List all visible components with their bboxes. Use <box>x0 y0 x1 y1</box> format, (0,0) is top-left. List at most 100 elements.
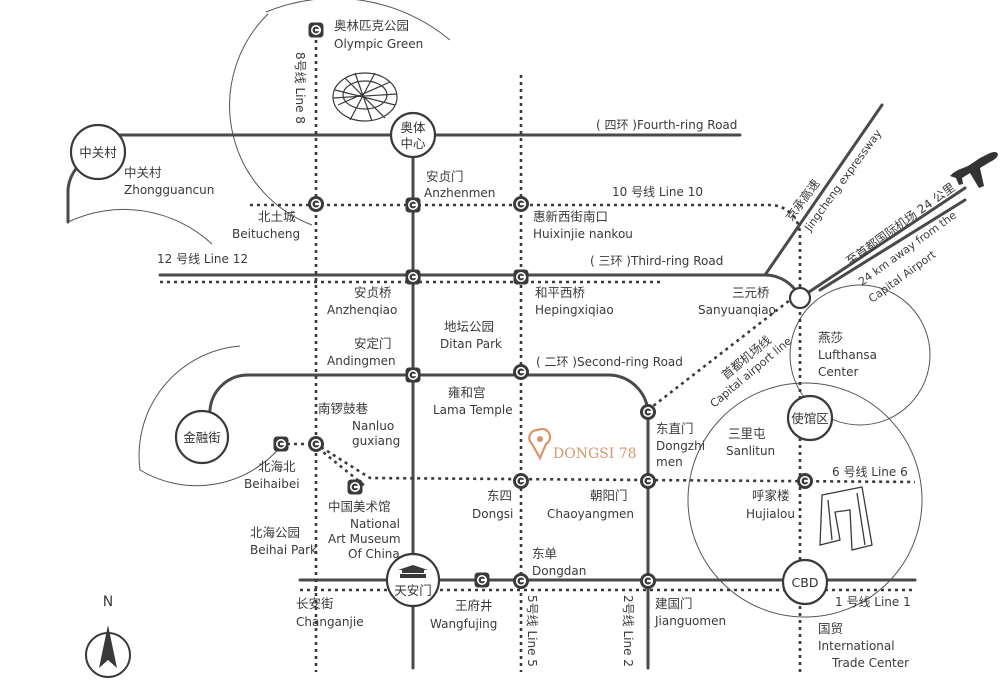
hub-cbd[interactable]: CBD <box>781 558 829 606</box>
hub-shiguanqu-label: 使馆区 <box>791 411 829 426</box>
dongzhimen-en-1: Dongzhi <box>656 439 705 453</box>
art-en-3: Of China <box>348 547 400 561</box>
olympic-ring-inner <box>229 13 313 226</box>
wangfujing-subway-icon[interactable] <box>473 571 491 589</box>
changan-en: Changanjie <box>296 615 364 629</box>
lama-stop-icon[interactable] <box>512 363 530 381</box>
sanlitun-zh: 三里屯 <box>728 426 766 441</box>
olympic-en: Olympic Green <box>334 37 423 51</box>
dongsi78-marker[interactable]: DONGSI 78 <box>528 427 637 462</box>
dongzhimen-stop-icon[interactable] <box>639 403 657 421</box>
anzhenqiao-subway-icon[interactable] <box>404 268 422 286</box>
line6-label: 6 号线 Line 6 <box>832 465 908 479</box>
chaoyangmen-stop-icon[interactable] <box>639 472 657 490</box>
line2-label: 2号线 Line 2 <box>621 595 635 667</box>
guomao-zh: 国贸 <box>818 621 843 636</box>
olympic-zh: 奥林匹克公园 <box>334 18 409 33</box>
jingcheng-expressway <box>763 103 884 277</box>
dongsi-en: Dongsi <box>472 507 513 521</box>
second-ring-label: ( 二环 )Second-ring Road <box>536 355 683 369</box>
huixin-zh: 惠新西街南口 <box>533 209 608 224</box>
chaoyangmen-en: Chaoyangmen <box>547 507 634 521</box>
sanyuanqiao-zh: 三元桥 <box>732 285 770 300</box>
sanlitun-en: Sanlitun <box>726 444 775 458</box>
olympic-subway-icon[interactable] <box>307 21 325 39</box>
beihai-zh: 北海公园 <box>250 525 300 540</box>
huixin-en: Huixinjie nankou <box>533 227 633 241</box>
hub-aoti-label-1: 奥体 <box>400 120 426 135</box>
jianguomen-stop-icon[interactable] <box>639 572 657 590</box>
dongdan-zh: 东单 <box>532 546 557 561</box>
dongsi-stop-icon[interactable] <box>512 472 530 490</box>
nanluo-zh: 南锣鼓巷 <box>318 401 369 416</box>
lama-en: Lama Temple <box>433 403 513 417</box>
hub-aoti[interactable]: 奥体 中心 <box>389 111 437 159</box>
hub-zhongguancun-label: 中关村 <box>79 145 117 160</box>
wangfujing-en: Wangfujing <box>430 617 497 631</box>
beihaibei-subway-icon[interactable] <box>272 435 290 453</box>
zgc-zh: 中关村 <box>124 165 162 180</box>
hub-aoti-label-2: 中心 <box>400 136 426 151</box>
hujialou-zh: 呼家楼 <box>752 488 790 503</box>
zgc-en: Zhongguancun <box>124 183 214 197</box>
sanyuanqiao-en: Sanyuanqiao <box>698 303 776 317</box>
lufthansa-en-1: Lufthansa <box>818 348 877 362</box>
hub-tiananmen-label: 天安门 <box>394 583 432 598</box>
andingmen-en: Andingmen <box>327 354 396 368</box>
dongsi-zh: 东四 <box>487 488 512 503</box>
cbd-ring <box>687 382 923 618</box>
lama-zh: 雍和宫 <box>448 385 486 400</box>
third-ring-road <box>158 273 802 300</box>
huixin-stop-icon[interactable] <box>512 195 530 213</box>
lufthansa-zh: 燕莎 <box>818 330 843 345</box>
hub-jinrongjie-label: 金融街 <box>183 430 221 445</box>
art-zh: 中国美术馆 <box>328 499 391 514</box>
beihai-en: Beihai Park <box>250 543 317 557</box>
andingmen-zh: 安定门 <box>354 336 392 351</box>
beihaibei-zh: 北海北 <box>258 459 296 474</box>
dongdan-en: Dongdan <box>532 564 586 578</box>
jianguomen-en: Jianguomen <box>654 614 726 628</box>
capital-airport-line <box>647 298 791 412</box>
chaoyangmen-zh: 朝阳门 <box>590 488 628 503</box>
airplane-icon <box>950 152 998 188</box>
cctv-tower-icon <box>819 486 873 551</box>
guomao-en-1: International <box>818 639 895 653</box>
hub-zhongguancun[interactable]: 中关村 <box>69 123 127 181</box>
line1-label: 1 号线 Line 1 <box>835 595 911 609</box>
nanluo-stop-icon[interactable] <box>307 435 325 453</box>
beitucheng-stop-icon[interactable] <box>307 195 325 213</box>
jianguomen-zh: 建国门 <box>655 596 693 611</box>
ditan-zh: 地坛公园 <box>444 319 494 334</box>
second-ring-road <box>208 373 650 670</box>
hub-shiguanqu[interactable]: 使馆区 <box>786 394 834 442</box>
zgc-ring <box>67 208 213 245</box>
hub-jinrongjie[interactable]: 金融街 <box>174 409 230 465</box>
olympic-ring <box>265 0 451 41</box>
birds-nest-icon <box>332 72 398 122</box>
dongdan-stop-icon[interactable] <box>512 572 530 590</box>
hepingxiqiao-subway-icon[interactable] <box>512 268 530 286</box>
line10-label: 10 号线 Line 10 <box>612 185 703 199</box>
andingmen-subway-icon[interactable] <box>404 366 422 384</box>
art-museum-subway-icon[interactable] <box>346 478 364 496</box>
hepingxiqiao-en: Hepingxiqiao <box>535 303 614 317</box>
anzhenqiao-zh: 安贞桥 <box>354 285 392 300</box>
hub-cbd-label: CBD <box>792 575 819 590</box>
beihaibei-en: Beihaibei <box>244 477 300 491</box>
hujialou-en: Hujialou <box>746 507 795 521</box>
hujialou-stop-icon[interactable] <box>796 472 814 490</box>
guomao-en-2: Trade Center <box>831 656 909 670</box>
beitucheng-en: Beitucheng <box>232 227 300 241</box>
hub-sanyuanqiao[interactable] <box>788 286 812 310</box>
ditan-en: Ditan Park <box>440 337 502 351</box>
nanluo-en-2: guxiang <box>352 434 400 448</box>
hub-tiananmen[interactable]: 天安门 <box>385 552 441 608</box>
lufthansa-ring <box>789 284 931 426</box>
hepingxiqiao-zh: 和平西桥 <box>535 285 586 300</box>
jinrong-ring <box>138 345 283 487</box>
line5-label: 5号线 Line 5 <box>525 595 539 667</box>
airport-road-2 <box>818 198 967 292</box>
anzhenmen-subway-icon[interactable] <box>404 196 422 214</box>
